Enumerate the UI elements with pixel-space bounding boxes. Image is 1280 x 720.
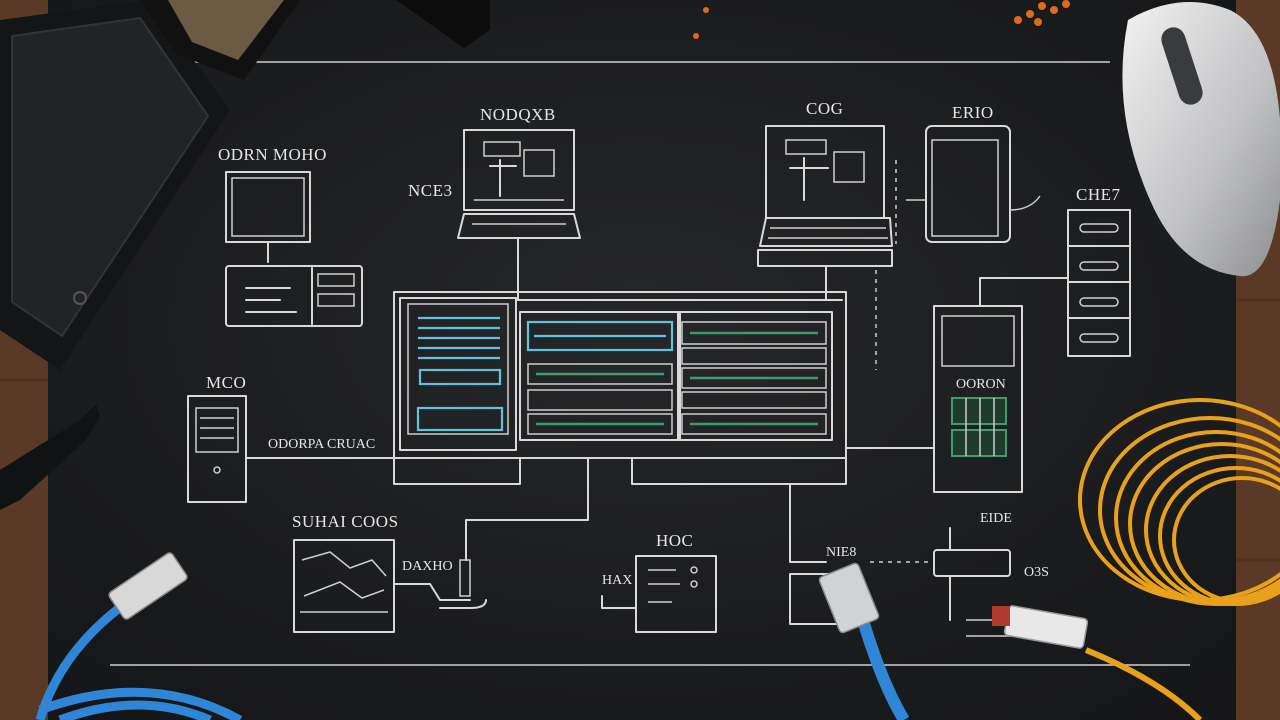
- pen-top: [396, 0, 490, 48]
- mouse-icon: [1122, 2, 1280, 277]
- monitor-icon: [225, 171, 311, 263]
- switch-ports: [526, 320, 827, 435]
- storage-node: ERIO: [906, 103, 1041, 243]
- core-switch: [393, 291, 847, 485]
- laptop-node: NODQXB NCE3: [408, 105, 581, 301]
- rack-right-label: CHE7: [1076, 185, 1121, 204]
- wrench-icon: [0, 404, 100, 510]
- right-panel-label: OORON: [956, 377, 1006, 392]
- workstation-node: ODRN MOHO: [218, 145, 363, 327]
- server-icon: [1067, 209, 1131, 357]
- bottom-left-title: SUHAI COOS: [292, 512, 399, 531]
- bottom-right-tag: EIDE: [980, 511, 1012, 526]
- bottom-mid-title: HOC: [656, 531, 693, 550]
- ethernet-connector-icon: [108, 552, 188, 620]
- device-top-label: ERIO: [952, 103, 994, 122]
- orange-beads: [693, 0, 1070, 39]
- laptop-top-label: NODQXB: [480, 105, 556, 124]
- blue-cable-center: [818, 562, 910, 720]
- bottom-mid-side: HAX: [602, 573, 632, 588]
- router-node: COG: [757, 99, 897, 370]
- blue-cable: [35, 552, 243, 720]
- tower-pc-icon: [187, 395, 247, 503]
- tower-node: MCO ODORPA CRUAC: [187, 373, 395, 503]
- photo-box-top: [140, 0, 300, 80]
- bottom-mid-node: HOC HAX: [601, 531, 717, 633]
- rack-node: CHE7: [979, 185, 1131, 357]
- bottom-right-title: NIE8: [826, 545, 856, 560]
- tablet-device-topleft: [0, 0, 230, 370]
- server-screen-cyan: [416, 316, 504, 432]
- desktop-unit-icon: [225, 265, 363, 327]
- tower-label: MCO: [206, 373, 246, 392]
- core-label: ODORPA CRUAC: [268, 437, 375, 452]
- bottom-right-small: O3S: [1024, 565, 1049, 580]
- ethernet-connector-icon-3: [992, 605, 1089, 649]
- router-top-label: COG: [806, 99, 843, 118]
- cable-coil-icon: [1078, 398, 1280, 720]
- panel-node: OORON: [845, 305, 1023, 493]
- ethernet-connector-icon-2: [818, 562, 880, 634]
- laptop-icon: [457, 129, 581, 239]
- laptop-side-label: NCE3: [408, 181, 453, 200]
- bottom-left-side: DAXHO: [402, 559, 453, 574]
- bottom-left-node: SUHAI COOS DAXHO: [292, 457, 589, 633]
- workstation-label: ODRN MOHO: [218, 145, 327, 164]
- tablet-icon: [925, 125, 1011, 243]
